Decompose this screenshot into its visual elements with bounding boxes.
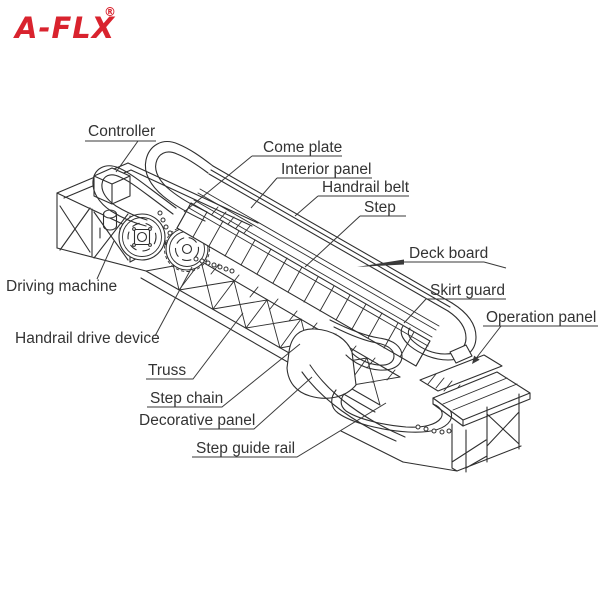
controller-box — [93, 167, 131, 205]
newel-loops — [329, 302, 477, 433]
rear-hook-inner — [101, 174, 174, 221]
leader-controller — [85, 140, 156, 173]
leader-operation-panel-arrow — [472, 355, 480, 364]
hub-bolt — [148, 227, 152, 231]
leader-truss — [146, 312, 244, 380]
label-interior-panel: Interior panel — [281, 161, 371, 178]
leader-deck-board-wedge — [357, 259, 404, 267]
leader-driving-machine — [96, 240, 115, 280]
brand-logo-text: A-FLX — [13, 11, 116, 45]
return-roller — [439, 429, 445, 435]
brand-logo: A-FLX ® — [13, 5, 116, 45]
chain-roller — [199, 258, 205, 264]
handrail-belt-lines — [208, 165, 453, 312]
motor-body — [99, 213, 121, 239]
chain-roller — [193, 256, 199, 262]
step-slats — [176, 202, 431, 367]
chain-roller — [163, 224, 169, 230]
return-roller — [415, 424, 421, 430]
return-roller — [446, 428, 452, 434]
label-come-plate: Come plate — [263, 139, 342, 156]
return-loop-outer — [331, 389, 453, 433]
interior-panel-deck-skirt-lines — [193, 188, 440, 338]
front-newel-outer — [400, 302, 477, 361]
leader-handrail-belt — [294, 195, 409, 217]
label-driving-machine: Driving machine — [6, 278, 117, 295]
landing-deck-seams — [442, 377, 518, 411]
chain-roller — [217, 264, 223, 270]
sprocket-hub — [181, 243, 193, 255]
chain-roller — [229, 268, 235, 274]
return-roller — [431, 428, 437, 434]
motor-top — [102, 209, 118, 219]
label-skirt-guard: Skirt guard — [430, 282, 505, 299]
leader-lines — [85, 140, 598, 458]
part-labels: Controller Come plate Interior panel Han… — [6, 123, 596, 457]
leader-deck-board — [404, 261, 507, 269]
leader-step-guide-rail — [192, 402, 387, 458]
front-hook-outer — [144, 141, 214, 222]
hub-bolt — [132, 227, 136, 231]
flywheel-hub — [136, 231, 148, 243]
rear-newel-inner — [333, 326, 395, 366]
label-deck-board: Deck board — [409, 245, 488, 262]
landing-support-frame — [402, 393, 522, 473]
landing-fascia — [432, 392, 531, 427]
flywheel-inner-rim — [122, 217, 162, 257]
label-truss: Truss — [148, 362, 186, 379]
rear-newel-outer — [329, 319, 403, 371]
rear-hook-outer — [92, 165, 177, 227]
leader-interior-panel — [250, 177, 372, 209]
decorative-panel-shape — [286, 328, 357, 399]
leader-come-plate — [183, 155, 342, 213]
return-roller — [423, 426, 429, 432]
leader-handrail-drive-device — [154, 266, 193, 337]
chain-roller — [223, 266, 229, 272]
operation-panel-pedestal — [449, 344, 473, 364]
lower-landing — [301, 354, 531, 473]
steps — [176, 202, 431, 367]
leader-skirt-guard — [403, 298, 506, 324]
label-step-guide-rail: Step guide rail — [196, 440, 295, 457]
comb-plate-hatch — [207, 206, 251, 239]
incline-balustrade — [193, 165, 453, 338]
leader-step — [304, 215, 406, 268]
label-controller: Controller — [88, 123, 155, 140]
flywheel-slots — [127, 222, 157, 252]
front-newel-inner — [407, 310, 467, 355]
label-decorative-panel: Decorative panel — [139, 412, 255, 429]
hub-bolt — [148, 243, 152, 247]
label-operation-panel: Operation panel — [486, 309, 596, 326]
label-handrail-drive-device: Handrail drive device — [15, 330, 160, 347]
front-hook-inner — [155, 151, 209, 213]
handrail-loop-top — [92, 141, 214, 227]
leader-decorative-panel — [199, 376, 313, 430]
driving-machine-wheel — [118, 213, 166, 261]
chain-roller — [205, 260, 211, 266]
chain-roller — [167, 230, 173, 236]
step-nose-line — [188, 207, 429, 347]
chain-roller — [160, 217, 166, 223]
step-chain-links — [157, 210, 235, 274]
truss-chords — [56, 241, 401, 413]
leader-step-chain — [147, 343, 301, 408]
return-loop-inner — [340, 393, 443, 428]
chain-roller — [211, 262, 217, 268]
lower-comb-hatch — [427, 373, 461, 396]
chain-roller — [157, 210, 163, 216]
hub-bolt — [132, 243, 136, 247]
leader-operation-panel — [473, 325, 598, 362]
registered-trademark-icon: ® — [104, 5, 116, 19]
label-handrail-belt: Handrail belt — [322, 179, 410, 196]
sprocket-slots — [174, 236, 200, 262]
label-step-chain: Step chain — [150, 390, 223, 407]
lower-curved-guards — [301, 364, 406, 463]
label-step: Step — [364, 199, 396, 216]
